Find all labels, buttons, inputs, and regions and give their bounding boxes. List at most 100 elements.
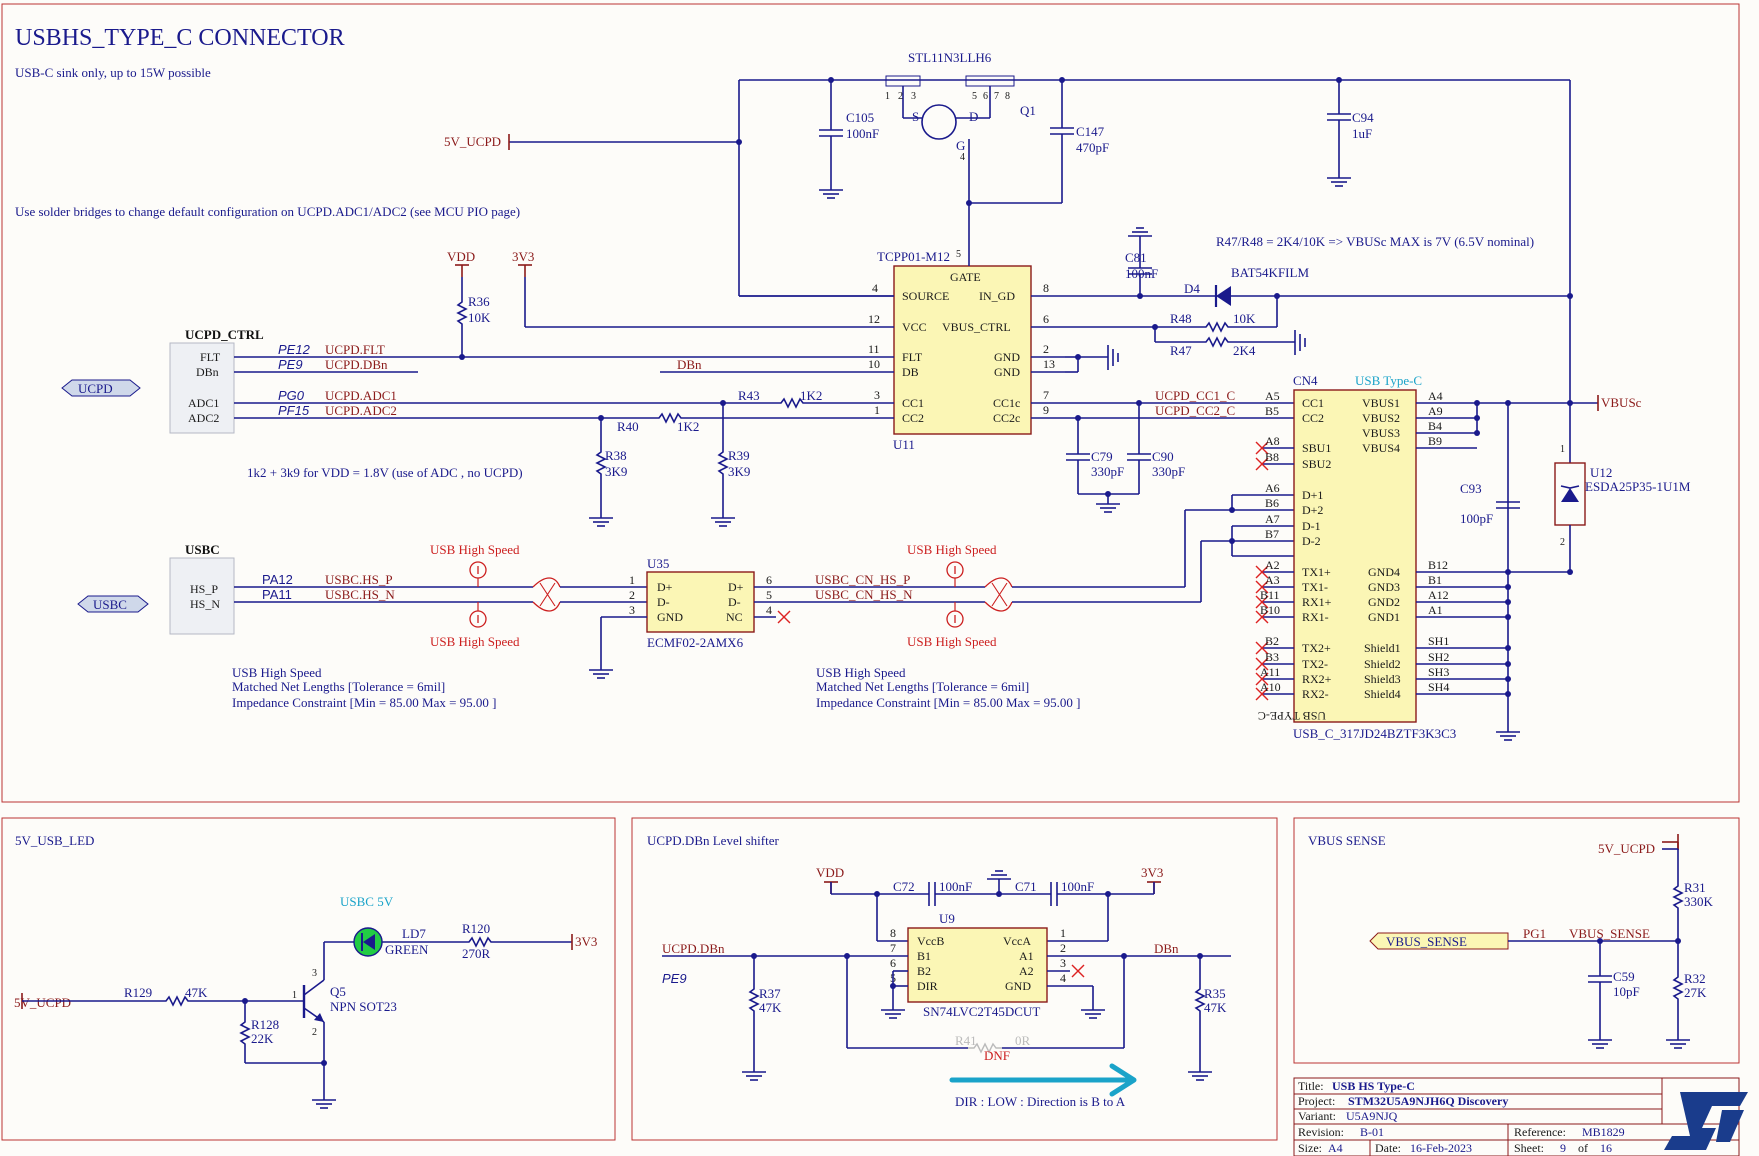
vbus-circuit: 5V_UCPD R31 330K VBUS_SENSE PG1 VBUS_SEN… [1369, 834, 1714, 1049]
hs-rules-right: USB High Speed Matched Net Lengths [Tole… [816, 665, 1081, 710]
svg-text:330K: 330K [1684, 894, 1714, 909]
svg-text:0R: 0R [1015, 1033, 1031, 1048]
svg-text:13: 13 [1043, 357, 1055, 371]
svg-text:8: 8 [1043, 281, 1049, 295]
svg-text:C147: C147 [1076, 124, 1105, 139]
svg-text:2: 2 [1043, 342, 1049, 356]
svg-text:DBn: DBn [196, 365, 219, 379]
net-vdd: VDD [447, 249, 475, 278]
svg-text:B7: B7 [1265, 527, 1279, 541]
r36-ref: R36 [468, 294, 490, 309]
net-vbusc: VBUSc [1570, 395, 1642, 411]
svg-text:U11: U11 [893, 437, 915, 452]
svg-text:9: 9 [1560, 1141, 1566, 1155]
svg-text:100nF: 100nF [1125, 266, 1158, 281]
svg-text:TX1+: TX1+ [1302, 565, 1331, 579]
svg-text:A7: A7 [1265, 512, 1280, 526]
svg-text:PA11: PA11 [262, 587, 292, 602]
r39-ref: R39 [728, 448, 750, 463]
svg-text:3: 3 [629, 603, 635, 617]
svg-text:DBn: DBn [1154, 941, 1179, 956]
svg-text:VDD: VDD [447, 249, 475, 264]
svg-text:TX1-: TX1- [1302, 580, 1328, 594]
svg-text:VCC: VCC [902, 320, 927, 334]
svg-text:CC2: CC2 [902, 411, 924, 425]
svg-text:GND2: GND2 [1368, 595, 1400, 609]
svg-text:B8: B8 [1265, 450, 1279, 464]
svg-text:CC1: CC1 [1302, 396, 1324, 410]
svg-text:UCPD_CTRL: UCPD_CTRL [185, 327, 264, 342]
svg-text:SBU2: SBU2 [1302, 457, 1331, 471]
r48-ref: R48 [1170, 311, 1192, 326]
svg-text:UCPD.DBn: UCPD.DBn [662, 941, 725, 956]
svg-text:3V3: 3V3 [575, 934, 597, 949]
svg-text:VccA: VccA [1003, 934, 1031, 948]
svg-text:A8: A8 [1265, 434, 1280, 448]
svg-text:D-: D- [728, 595, 741, 609]
r40-val: 1K2 [677, 419, 699, 434]
u11-tcpp01: TCPP01-M12 U11 GATE 5 4 SOURCE 12 VCC 11… [860, 249, 1065, 452]
svg-text:A1: A1 [1019, 949, 1034, 963]
svg-text:2: 2 [1060, 941, 1066, 955]
hs-rules-left: USB High Speed Matched Net Lengths [Tole… [232, 665, 497, 710]
svg-text:SH3: SH3 [1428, 665, 1449, 679]
svg-text:A10: A10 [1260, 680, 1281, 694]
svg-text:USBC: USBC [93, 597, 127, 612]
frame-top [1, 3, 1740, 803]
svg-text:Project:: Project: [1298, 1094, 1335, 1108]
svg-text:FLT: FLT [200, 350, 221, 364]
svg-text:6: 6 [890, 956, 896, 970]
r43-val: 1K2 [800, 388, 822, 403]
svg-text:5V_UCPD: 5V_UCPD [444, 134, 501, 149]
svg-text:100nF: 100nF [939, 879, 972, 894]
svg-text:Size:: Size: [1298, 1141, 1322, 1155]
svg-text:3: 3 [911, 91, 916, 102]
svg-text:U9: U9 [939, 911, 955, 926]
r47-val: 2K4 [1233, 343, 1256, 358]
page-title: USBHS_TYPE_C CONNECTOR [15, 25, 345, 51]
svg-text:GND: GND [657, 610, 683, 624]
svg-text:CC2c: CC2c [993, 411, 1020, 425]
svg-text:16: 16 [1600, 1141, 1612, 1155]
svg-text:Date:: Date: [1375, 1141, 1401, 1155]
svg-text:PA12: PA12 [262, 572, 293, 587]
r40-ref: R40 [617, 419, 639, 434]
svg-text:3V3: 3V3 [512, 249, 534, 264]
svg-text:5V_UCPD: 5V_UCPD [14, 995, 71, 1010]
svg-text:1uF: 1uF [1352, 126, 1372, 141]
svg-text:4: 4 [872, 281, 878, 295]
svg-text:VBUSc: VBUSc [1601, 395, 1642, 410]
svg-text:HS_P: HS_P [190, 582, 218, 596]
frame-led [1, 817, 616, 1141]
solder-note: Use solder bridges to change default con… [15, 204, 520, 219]
svg-text:4: 4 [766, 603, 772, 617]
frame-shifter [631, 817, 1278, 1141]
svg-text:27K: 27K [1684, 985, 1707, 1000]
svg-text:7: 7 [1043, 388, 1049, 402]
svg-text:8: 8 [890, 926, 896, 940]
c94: C94 1uF [1326, 80, 1374, 187]
svg-text:3: 3 [874, 388, 880, 402]
svg-text:C71: C71 [1015, 879, 1037, 894]
svg-text:2: 2 [629, 588, 635, 602]
svg-text:D+1: D+1 [1302, 488, 1323, 502]
svg-text:HS_N: HS_N [190, 597, 220, 611]
svg-text:D+: D+ [657, 580, 673, 594]
svg-text:VccB: VccB [917, 934, 944, 948]
svg-text:CC2: CC2 [1302, 411, 1324, 425]
q1-g: G [956, 138, 965, 153]
svg-text:2: 2 [312, 1027, 317, 1038]
q1-d: D [969, 109, 978, 124]
svg-text:U12: U12 [1590, 465, 1612, 480]
svg-text:SH2: SH2 [1428, 650, 1449, 664]
svg-text:100nF: 100nF [1061, 879, 1094, 894]
svg-text:USB TYPE-C: USB TYPE-C [1258, 709, 1326, 723]
svg-text:8: 8 [1005, 91, 1010, 102]
svg-text:Matched Net Lengths [Tolerance: Matched Net Lengths [Tolerance = 6mil] [232, 679, 445, 694]
svg-text:ADC2: ADC2 [188, 411, 219, 425]
svg-text:R120: R120 [462, 921, 490, 936]
svg-text:D-2: D-2 [1302, 534, 1321, 548]
svg-text:Sheet:: Sheet: [1514, 1141, 1544, 1155]
svg-text:VBUS_SENSE: VBUS_SENSE [1569, 926, 1650, 941]
svg-text:BAT54KFILM: BAT54KFILM [1231, 265, 1309, 280]
